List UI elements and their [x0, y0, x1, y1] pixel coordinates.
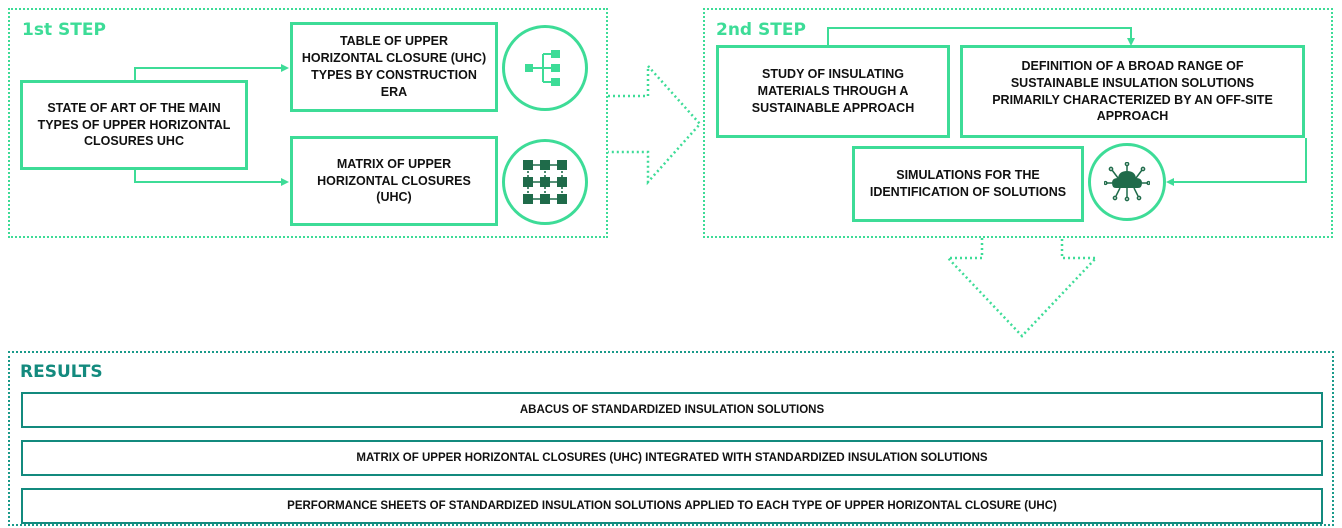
definition-solutions-box: DEFINITION OF A BROAD RANGE OF SUSTAINAB… [960, 45, 1305, 138]
simulations-box: SIMULATIONS FOR THE IDENTIFICATION OF SO… [852, 146, 1084, 222]
state-of-art-box: STATE OF ART OF THE MAIN TYPES OF UPPER … [20, 80, 248, 170]
table-types-text: TABLE OF UPPER HORIZONTAL CLOSURE (UHC) … [301, 34, 487, 99]
step1-frame [8, 8, 608, 238]
results-title: RESULTS [20, 362, 103, 382]
table-types-box: TABLE OF UPPER HORIZONTAL CLOSURE (UHC) … [290, 22, 498, 112]
arrow-head [1127, 38, 1135, 46]
step2-connectors [827, 27, 1307, 183]
matrix-grid-icon [523, 160, 567, 204]
results-transition-arrow [945, 238, 1099, 338]
step2-frame [703, 8, 1333, 238]
cloud-network-icon-circle [1088, 143, 1166, 221]
result-item-text: PERFORMANCE SHEETS OF STANDARDIZED INSUL… [287, 500, 1057, 512]
arrow-head [281, 178, 289, 186]
study-materials-text: STUDY OF INSULATING MATERIALS THROUGH A … [751, 67, 915, 115]
state-of-art-text: STATE OF ART OF THE MAIN TYPES OF UPPER … [37, 100, 231, 149]
result-item-matrix: MATRIX OF UPPER HORIZONTAL CLOSURES (UHC… [21, 440, 1323, 476]
hierarchy-icon-circle [502, 25, 588, 111]
step1-title: 1st STEP [22, 20, 106, 40]
step2-title: 2nd STEP [716, 20, 806, 40]
matrix-grid-icon-circle [502, 139, 588, 225]
simulations-text: SIMULATIONS FOR THE IDENTIFICATION OF SO… [869, 168, 1067, 199]
result-item-text: MATRIX OF UPPER HORIZONTAL CLOSURES (UHC… [356, 452, 988, 464]
arrow-head [1166, 178, 1174, 186]
result-item-performance-sheets: PERFORMANCE SHEETS OF STANDARDIZED INSUL… [21, 488, 1323, 524]
definition-solutions-text: DEFINITION OF A BROAD RANGE OF SUSTAINAB… [992, 58, 1273, 124]
result-item-text: ABACUS OF STANDARDIZED INSULATION SOLUTI… [519, 404, 825, 416]
step1-connectors [134, 67, 283, 183]
results-frame [8, 351, 1334, 526]
arrow-head [281, 64, 289, 72]
result-item-abacus: ABACUS OF STANDARDIZED INSULATION SOLUTI… [21, 392, 1323, 428]
matrix-uhc-box: MATRIX OF UPPER HORIZONTAL CLOSURES (UHC… [290, 136, 498, 226]
study-materials-box: STUDY OF INSULATING MATERIALS THROUGH A … [716, 45, 950, 138]
matrix-uhc-text: MATRIX OF UPPER HORIZONTAL CLOSURES (UHC… [317, 156, 471, 205]
cloud-network-icon [1104, 162, 1150, 202]
step-transition-arrow [608, 62, 702, 186]
hierarchy-icon [525, 50, 560, 86]
